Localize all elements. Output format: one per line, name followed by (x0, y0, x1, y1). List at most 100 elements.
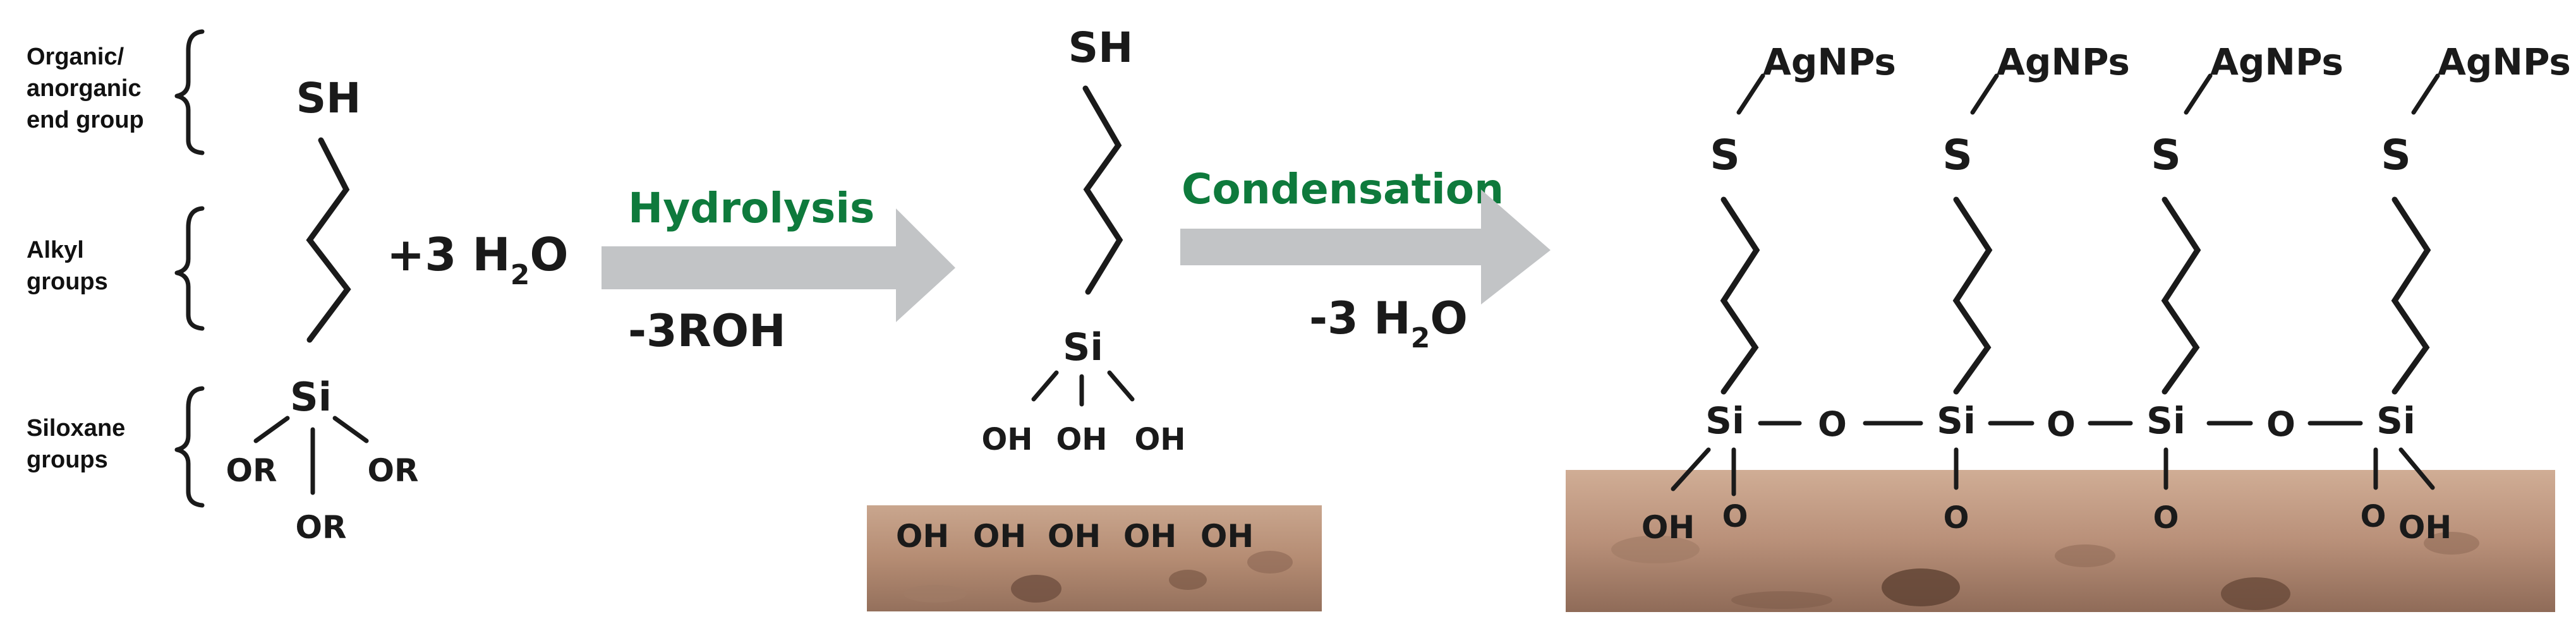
legend: Organic/ anorganic end group Alkyl group… (27, 29, 205, 508)
product-alkyl-chain (2391, 196, 2431, 395)
silanol-thiol-group: SH (1068, 23, 1134, 72)
product-alkyl-chain (2161, 196, 2201, 395)
stone-pore (2055, 544, 2115, 567)
legend-end-group-line1: Organic/ (27, 44, 124, 70)
water-byproduct-suffix: O (1430, 292, 1468, 344)
water-byproduct-prefix: -3 H (1309, 292, 1411, 344)
silver-nanoparticles-label: AgNPs (1763, 40, 1896, 83)
hydroxyl-middle: OH (1056, 422, 1108, 457)
sulfur-atom: S (2381, 131, 2411, 179)
legend-siloxane-line2: groups (27, 447, 108, 473)
surface-hydroxyl: OH (1200, 518, 1254, 555)
hydrolysis-arrow (602, 208, 955, 322)
silanol-alkyl-chain (1082, 85, 1123, 295)
alkoxy-bottom: OR (295, 509, 346, 546)
water-byproduct: -3 H2O (1309, 292, 1468, 354)
product-network: AgNPs S Si AgNPs S Si AgNPs S Si AgNPs S (1642, 40, 2571, 546)
grafted-unit-1: AgNPs S Si (1705, 40, 1896, 442)
hydroxyl-left: OH (982, 422, 1033, 457)
surface-hydroxyl: OH (1123, 518, 1176, 555)
alcohol-byproduct: -3ROH (628, 305, 786, 357)
bond-s-agnp (1970, 73, 1999, 115)
svg-text:Alkyl groups: Alkyl groups (27, 237, 108, 295)
sulfur-atom: S (2151, 131, 2181, 179)
bond-si-oh-surface (2398, 447, 2435, 490)
legend-siloxane-line1: Siloxane (27, 415, 125, 442)
hydrolysis-step: Hydrolysis -3ROH (602, 184, 955, 357)
product-silicon-atom: Si (2376, 399, 2416, 442)
bridging-oxygen: O (1818, 404, 1847, 444)
silver-nanoparticles-label: AgNPs (2210, 40, 2343, 83)
condensation-arrow (1180, 189, 1551, 304)
product-alkyl-chain (1720, 196, 1760, 395)
stone-pore (1011, 575, 1061, 603)
surface-oxygen: O (2361, 499, 2386, 534)
alkoxy-left: OR (226, 452, 277, 489)
water-reagent-prefix: +3 H (387, 228, 511, 281)
grafted-unit-2: AgNPs S Si (1937, 40, 2130, 442)
bond-si-or-left (253, 416, 290, 443)
alkoxy-right: OR (367, 452, 418, 489)
surface-oxygen: O (1944, 500, 1969, 536)
condensation-label: Condensation (1182, 165, 1504, 213)
surface-oxygen: O (1722, 499, 1748, 534)
product-silicon-atom: Si (2146, 399, 2186, 442)
stone-pore (2221, 577, 2290, 610)
grafted-unit-3: AgNPs S Si (2146, 40, 2343, 442)
stone-pore (1247, 551, 1293, 574)
water-reagent: +3 H2O (387, 228, 569, 291)
silver-nanoparticles-label: AgNPs (2438, 40, 2571, 83)
surface-oxygen: O (2153, 500, 2179, 536)
silanol-molecule: SH Si OH OH OH (982, 23, 1186, 457)
legend-alkyl-line2: groups (27, 268, 108, 295)
bond-s-agnp (1736, 73, 1765, 115)
stone-pore (1882, 568, 1960, 606)
bond-si-oh-right (1107, 370, 1135, 402)
hydroxyl-right: OH (1135, 422, 1186, 457)
surface-hydroxyl: OH (2398, 509, 2452, 546)
surface-hydroxyl: OH (1048, 518, 1101, 555)
brace-siloxane (174, 386, 205, 508)
bond-si-oh-surface (1671, 447, 1711, 491)
stone-pore (1611, 536, 1700, 563)
alkyl-chain (306, 137, 351, 343)
silanol-silicon-atom: Si (1063, 325, 1103, 370)
hydrolysis-label: Hydrolysis (628, 184, 874, 232)
silane-molecule: SH Si OR OR OR (226, 74, 418, 546)
water-reagent-subscript: 2 (511, 259, 530, 291)
surface-hydroxyl: OH (1642, 509, 1695, 546)
stone-pore (1169, 570, 1207, 590)
product-alkyl-chain (1952, 196, 1993, 395)
bond-s-agnp (2184, 73, 2213, 115)
bridging-oxygen: O (2047, 404, 2076, 444)
surface-hydroxyl: OH (896, 518, 949, 555)
water-byproduct-subscript: 2 (1411, 322, 1430, 354)
stone-pore (1731, 591, 1832, 609)
thiol-group: SH (296, 74, 361, 123)
condensation-step: Condensation -3 H2O (1180, 165, 1551, 354)
stone-substrate-hydroxylated: OH OH OH OH OH (867, 505, 1322, 611)
silicon-atom: Si (290, 374, 332, 420)
grafted-unit-4: AgNPs S Si (2376, 40, 2571, 442)
legend-alkyl-line1: Alkyl (27, 237, 84, 263)
sulfur-atom: S (1710, 131, 1740, 179)
legend-end-group-line3: end group (27, 107, 144, 133)
bond-si-or-right (332, 416, 369, 443)
bridging-oxygen: O (2266, 404, 2295, 444)
bond-si-oh-left (1031, 370, 1059, 402)
stone-pore (2424, 532, 2479, 555)
svg-text:Siloxane groups: Siloxane groups (27, 415, 132, 473)
stone-pore (904, 585, 967, 603)
legend-end-group-line2: anorganic (27, 75, 142, 102)
silver-nanoparticles-label: AgNPs (1997, 40, 2130, 83)
water-reagent-suffix: O (529, 228, 568, 281)
stone-photo-large (1566, 470, 2555, 612)
product-silicon-atom: Si (1937, 399, 1976, 442)
surface-hydroxyl: OH (973, 518, 1026, 555)
brace-alkyl (174, 206, 205, 331)
svg-text:Organic/ anorganic: Organic/ anorganic end group (27, 44, 148, 133)
product-silicon-atom: Si (1705, 399, 1745, 442)
bond-s-agnp (2411, 73, 2440, 115)
stone-substrate-treated (1566, 470, 2555, 612)
